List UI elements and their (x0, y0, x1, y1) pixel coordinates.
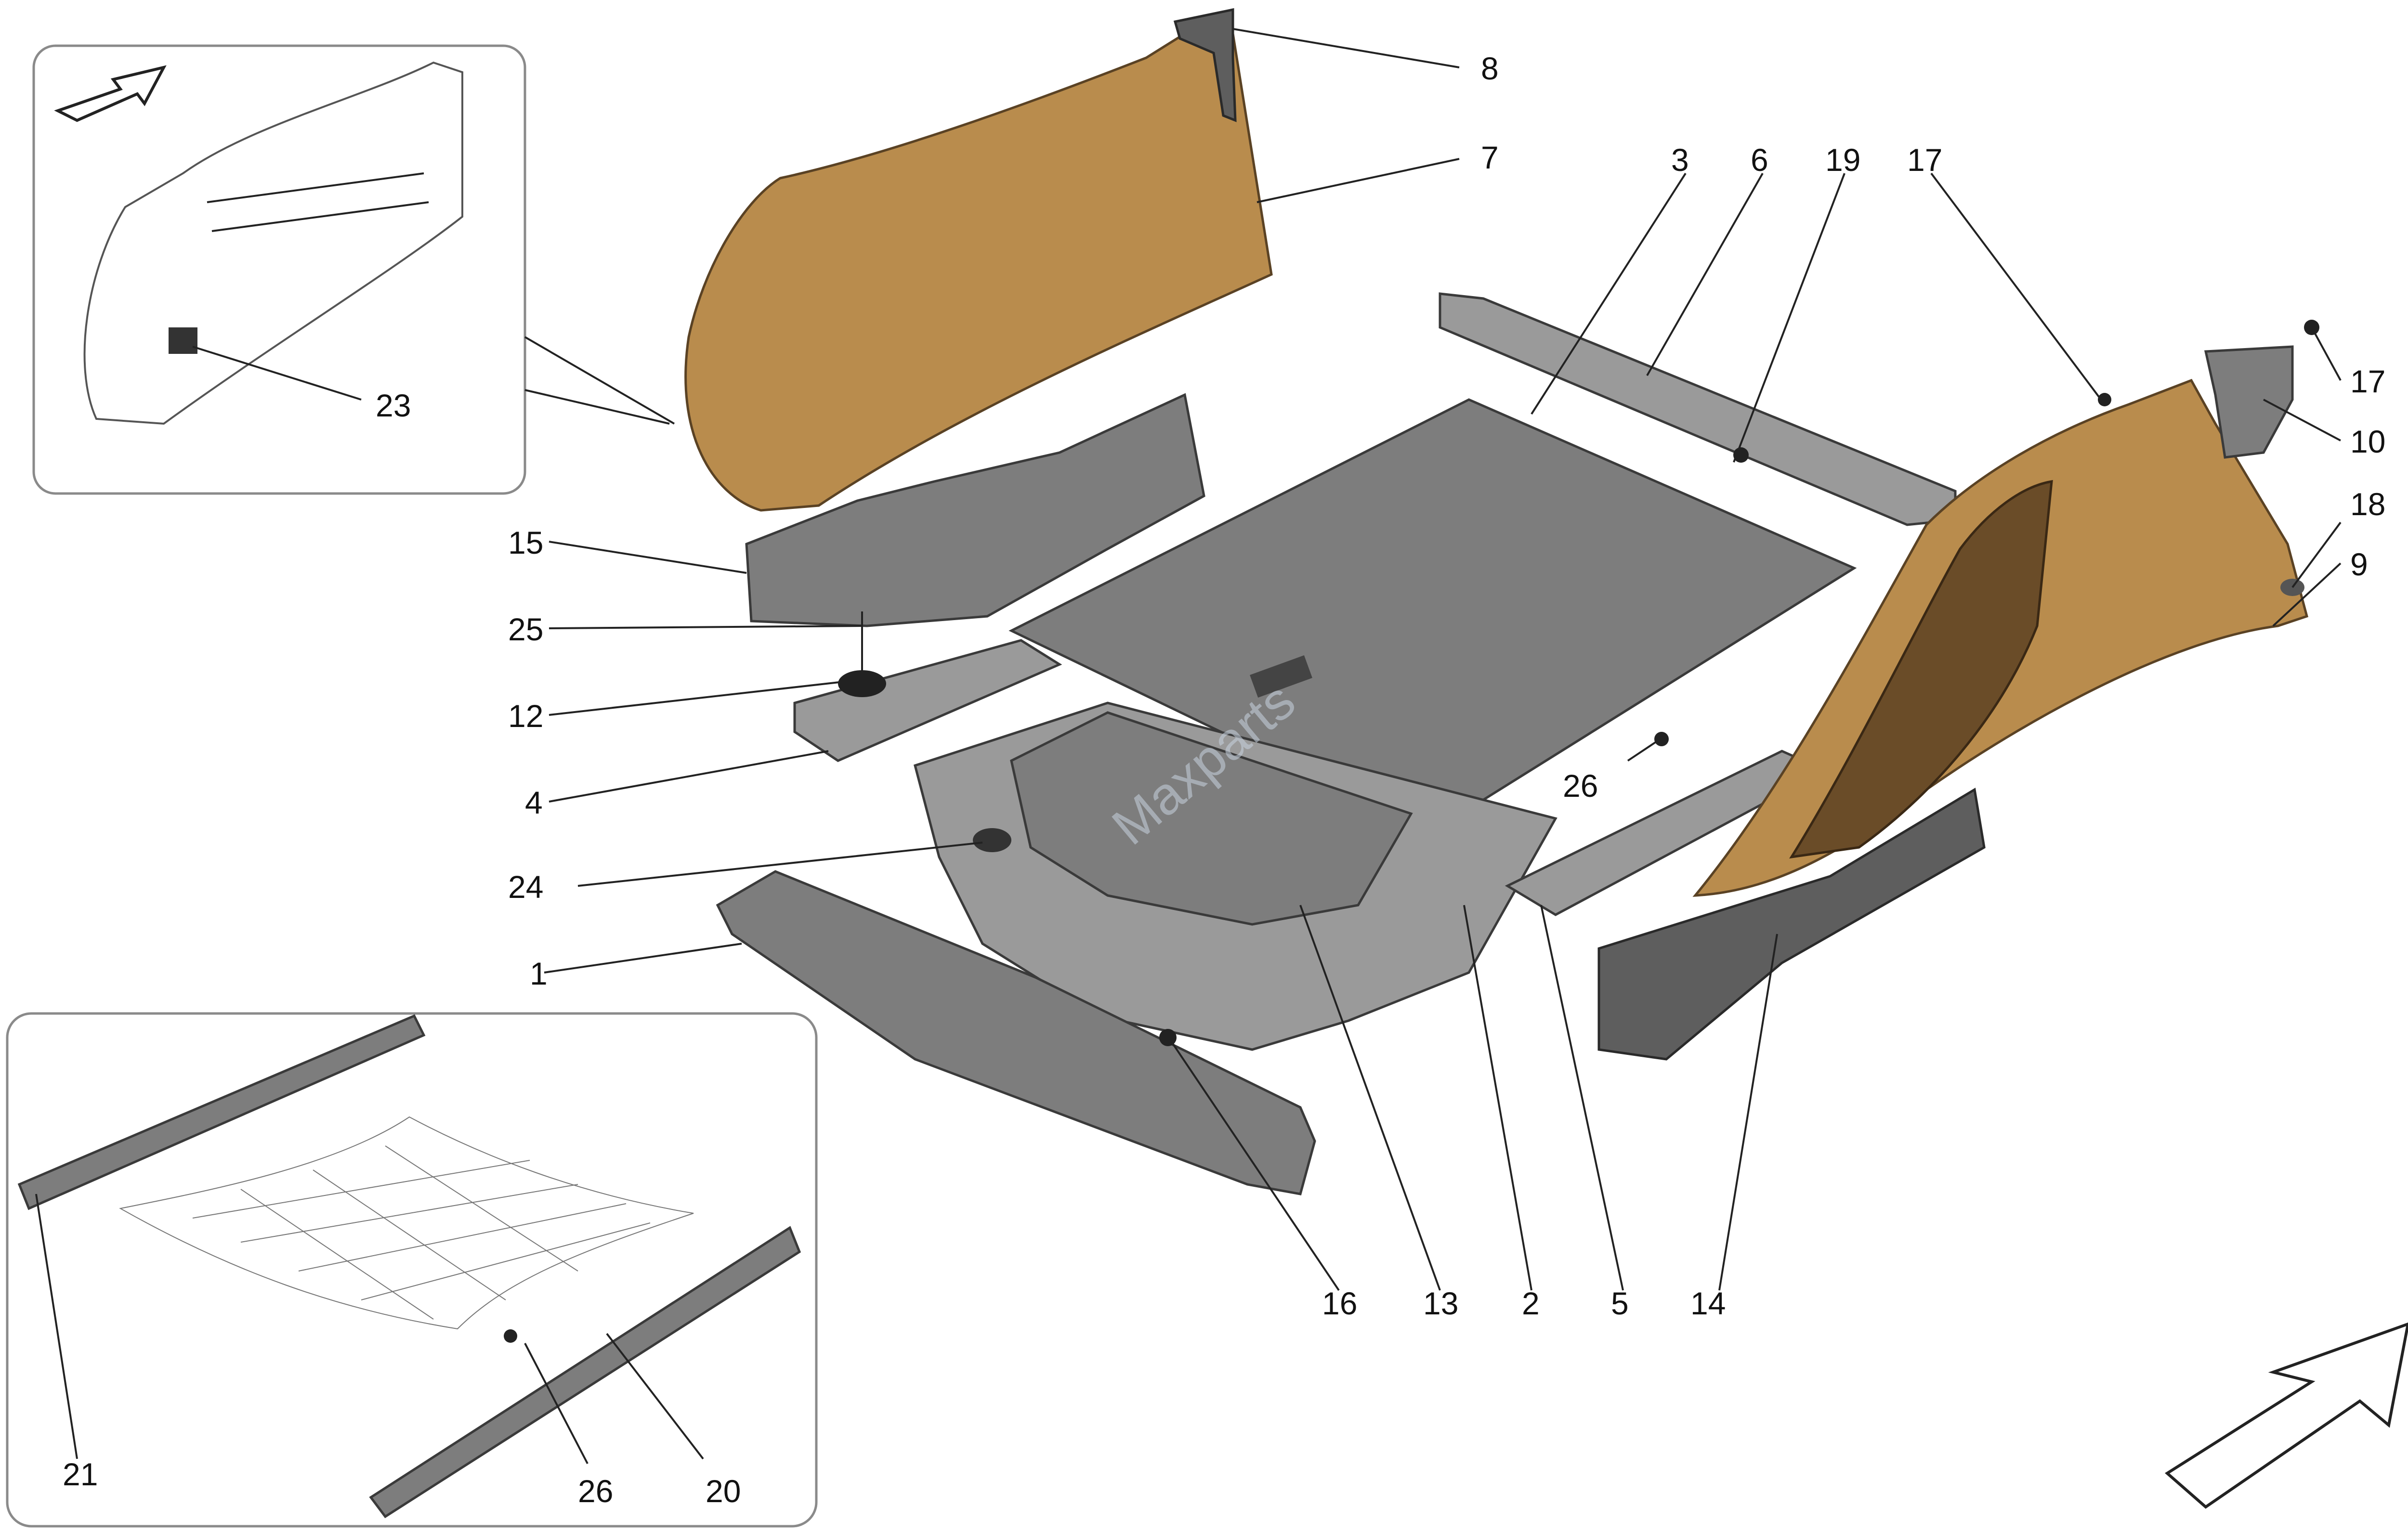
callout-18: 18 (2350, 486, 2385, 522)
part-17-clip (2098, 393, 2111, 406)
callout-24: 24 (508, 869, 543, 905)
callout-26: 26 (1563, 768, 1598, 804)
callout-2: 2 (1522, 1285, 1540, 1321)
direction-arrow-icon (54, 65, 167, 122)
callout-25: 25 (508, 611, 543, 647)
part-9-mesh-pocket (1789, 480, 2053, 859)
cargo-net (119, 1116, 694, 1330)
callout-8: 8 (1481, 51, 1499, 86)
inset-connector (524, 389, 670, 425)
inset-cargo-net: 21 26 20 (6, 1012, 818, 1528)
callout-16: 16 (1322, 1285, 1357, 1321)
part-8-bracket (1173, 8, 1237, 122)
callout-17: 17 (1907, 142, 1942, 178)
callout-14: 14 (1690, 1285, 1726, 1321)
callout-23: 23 (376, 388, 411, 423)
part-26-screw (1654, 732, 1669, 746)
part-14-foam-block (1597, 787, 1986, 1061)
part-16-screw (1159, 1029, 1177, 1046)
part-23-clip (169, 327, 197, 354)
part-4-sill-strip (793, 639, 1062, 762)
part-24-plug (973, 828, 1011, 852)
part-20-rail (369, 1226, 801, 1519)
callout-26: 26 (578, 1473, 613, 1509)
callout-9: 9 (2350, 546, 2368, 582)
inset-detail-23: 23 (32, 44, 526, 495)
direction-arrow-icon (2165, 1322, 2408, 1509)
part-15-foam-block (745, 393, 1205, 627)
callout-19: 19 (1825, 142, 1860, 178)
callout-4: 4 (525, 785, 543, 820)
callout-20: 20 (706, 1473, 741, 1509)
callout-5: 5 (1611, 1285, 1629, 1321)
callout-7: 7 (1481, 140, 1499, 175)
part-10-bracket (2204, 345, 2294, 459)
callout-10: 10 (2350, 424, 2385, 459)
callout-6: 6 (1751, 142, 1768, 178)
mat-handle (1250, 655, 1312, 698)
part-1-sill-trim (716, 870, 1316, 1195)
part-13-storage-tray (1010, 711, 1413, 926)
part-7-side-trim-panel (684, 32, 1273, 512)
callout-1: 1 (530, 956, 548, 991)
callout-13: 13 (1423, 1285, 1458, 1321)
part-12-grommet (838, 670, 886, 697)
callout-17: 17 (2350, 364, 2385, 399)
callout-15: 15 (508, 525, 543, 560)
callout-12: 12 (508, 698, 543, 734)
leader-lines (544, 28, 2342, 1291)
part-26-screw (504, 1329, 517, 1343)
callout-21: 21 (63, 1456, 98, 1492)
callout-3: 3 (1671, 142, 1689, 178)
part-21-rail (17, 1014, 426, 1210)
inset-connector (524, 336, 675, 425)
